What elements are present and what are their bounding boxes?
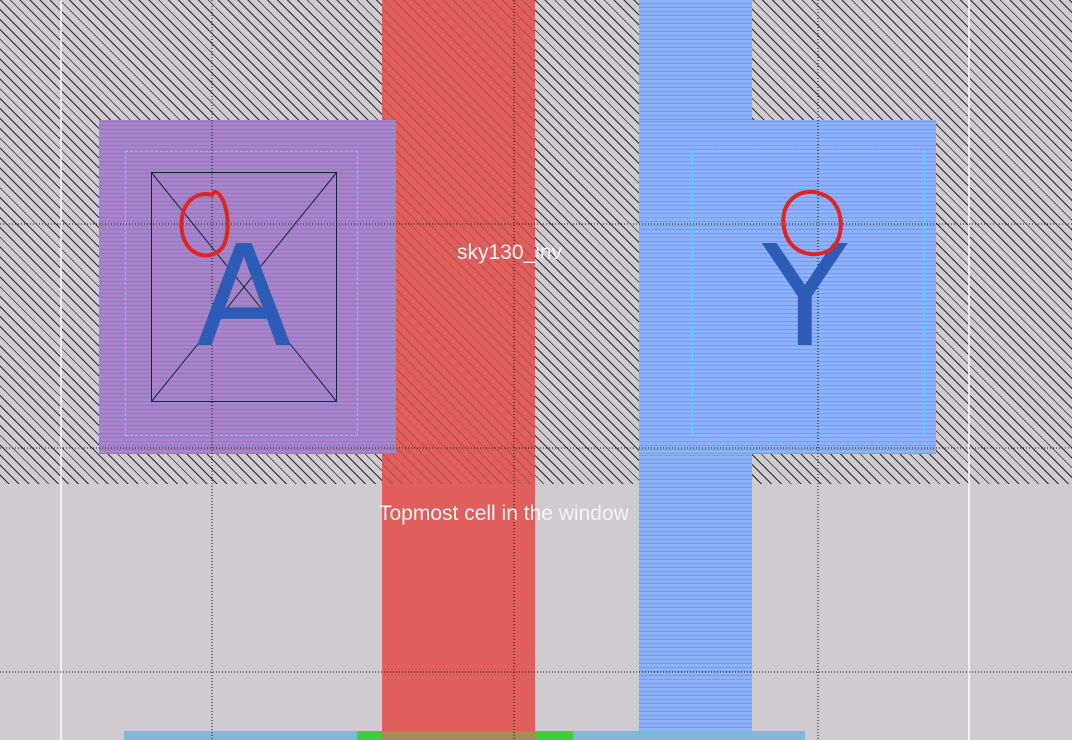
- pin-label-a: A: [196, 216, 292, 379]
- diffusion-under-poly: [382, 731, 535, 740]
- metal-a-pad: [99, 120, 396, 454]
- pin-a-boundary: [125, 151, 358, 436]
- diffusion-right: [535, 731, 573, 740]
- contact-box: [151, 172, 337, 402]
- bottom-strip-right: [573, 731, 805, 740]
- metal-y-pad: [639, 120, 936, 454]
- annotation-circle-icon: [781, 189, 843, 257]
- bottom-strip-left: [124, 731, 357, 740]
- poly-gate-lower: [382, 484, 535, 740]
- annotation-circle-icon: [179, 189, 230, 258]
- topmost-cell-label: Topmost cell in the window: [379, 502, 629, 525]
- diffusion-left: [357, 731, 382, 740]
- pin-y-boundary: [692, 151, 925, 436]
- cell-name-label: sky130_inv: [457, 241, 563, 264]
